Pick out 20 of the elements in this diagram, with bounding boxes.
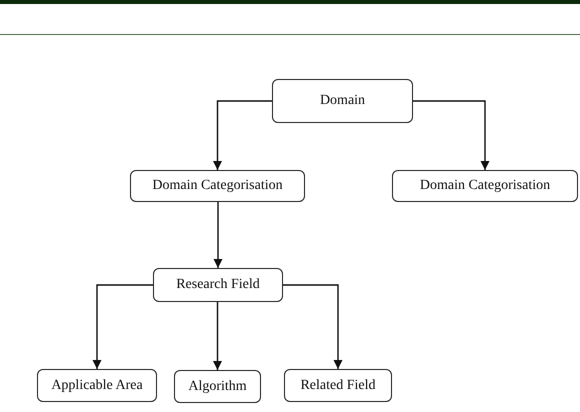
node-label: Research Field bbox=[176, 277, 260, 293]
node-label: Domain bbox=[320, 93, 366, 109]
node-label: Applicable Area bbox=[51, 378, 143, 394]
node-label: Domain Categorisation bbox=[420, 178, 550, 194]
arrow bbox=[283, 284, 342, 369]
node-label: Related Field bbox=[300, 378, 376, 394]
node-label: Domain Categorisation bbox=[152, 178, 283, 194]
arrow bbox=[213, 302, 222, 370]
process-box bbox=[37, 369, 157, 402]
node-label: Algorithm bbox=[188, 378, 247, 394]
arrow bbox=[214, 202, 222, 268]
arrow bbox=[92, 284, 153, 369]
process-box bbox=[284, 369, 392, 402]
arrow bbox=[213, 100, 272, 170]
process-box bbox=[392, 170, 578, 202]
process-box bbox=[153, 268, 283, 302]
arrow bbox=[413, 100, 490, 170]
process-box bbox=[130, 170, 305, 202]
process-box bbox=[272, 79, 413, 123]
process-box bbox=[174, 370, 261, 403]
